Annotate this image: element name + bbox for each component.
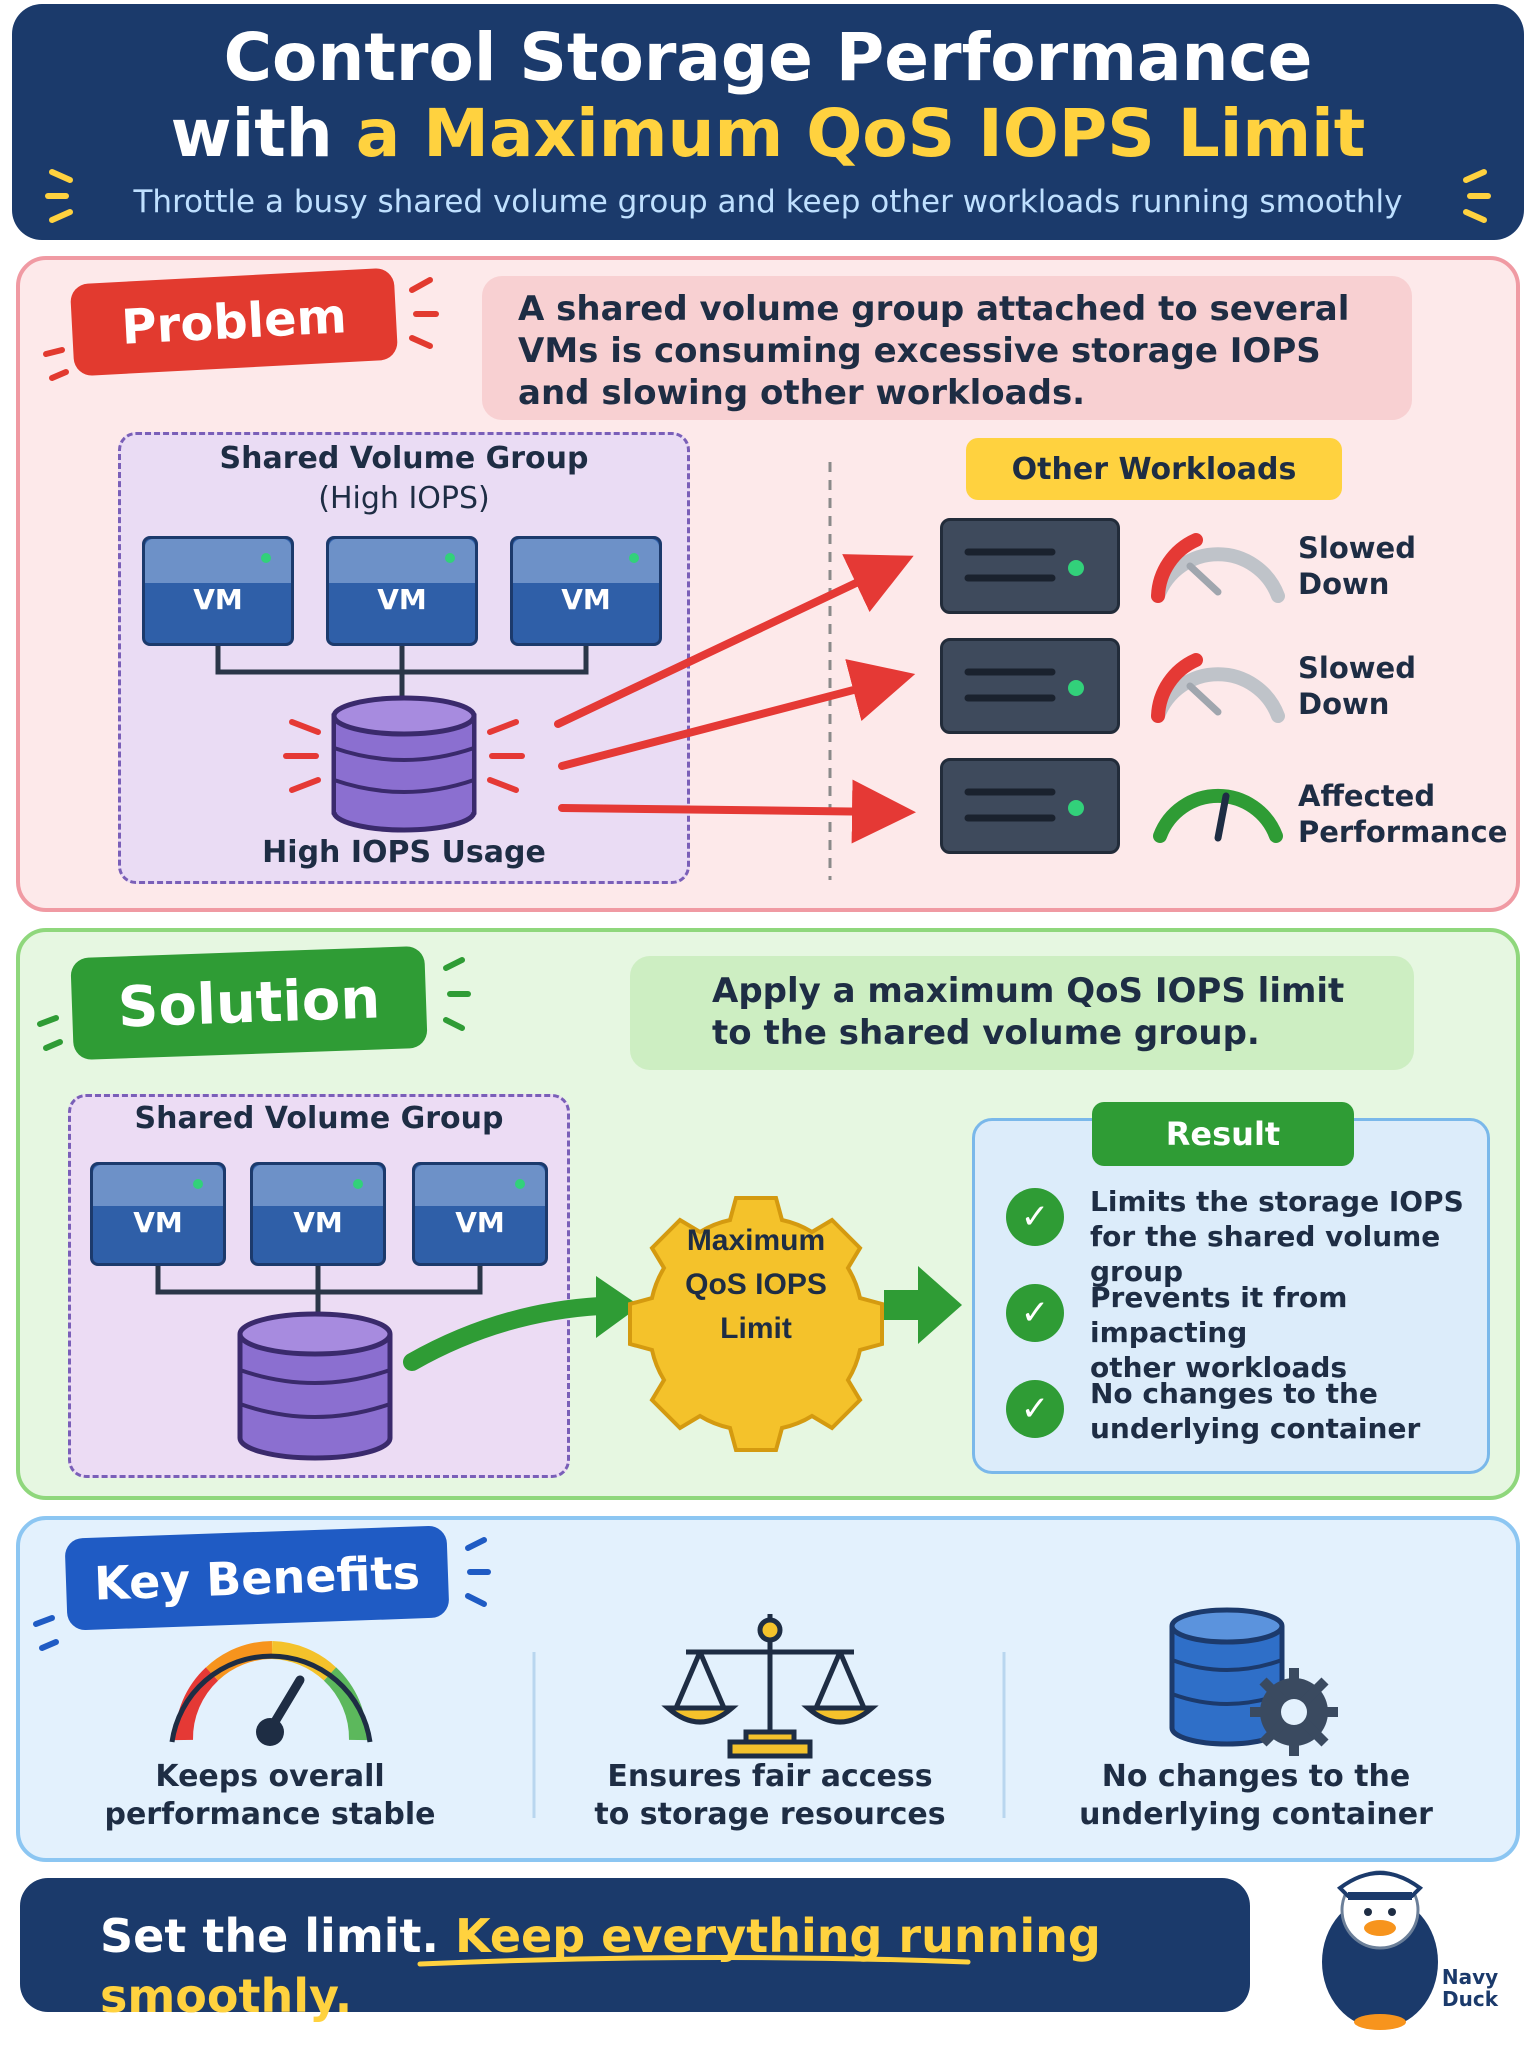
header-banner [12, 4, 1524, 240]
problem-description: A shared volume group attached to severa… [482, 276, 1412, 420]
result-tag: Result [1092, 1102, 1354, 1166]
vm-label: VM [377, 582, 427, 616]
vm-server: VM [250, 1162, 386, 1266]
mascot-label-2: Duck [1442, 1987, 1499, 2011]
workload-server [940, 518, 1120, 614]
other-workloads-tag: Other Workloads [966, 438, 1342, 500]
group-title: Shared Volume Group [134, 1101, 504, 1136]
vm-server: VM [142, 536, 294, 646]
vm-server: VM [90, 1162, 226, 1266]
vm-label: VM [455, 1206, 505, 1240]
navy-duck-mascot [1322, 1870, 1438, 2030]
title-highlight: a Maximum QoS IOPS Limit [355, 95, 1366, 172]
workload-server [940, 638, 1120, 734]
subtitle: Throttle a busy shared volume group and … [133, 184, 1403, 220]
group-title-line-1: Shared Volume Group [219, 441, 589, 476]
solution-label: Solution [70, 945, 428, 1061]
title-line-1: Control Storage Performance [223, 19, 1313, 96]
vm-label: VM [561, 582, 611, 616]
footer-banner [20, 1878, 1250, 2012]
vm-server: VM [412, 1162, 548, 1266]
mascot-label-1: Navy [1442, 1965, 1498, 1989]
footer-tagline: Set the limit. Keep everything running s… [100, 1909, 1101, 2023]
vm-label: VM [293, 1206, 343, 1240]
vm-server: VM [326, 536, 478, 646]
title-line-2: with a Maximum QoS IOPS Limit [0, 96, 1536, 172]
workload-server [940, 758, 1120, 854]
vm-label: VM [193, 582, 243, 616]
key-benefits-label: Key Benefits [64, 1525, 450, 1631]
vm-server: VM [510, 536, 662, 646]
group-title-line-2: (High IOPS) [318, 481, 490, 516]
solution-description: Apply a maximum QoS IOPS limit to the sh… [630, 956, 1414, 1070]
high-iops-usage-label: High IOPS Usage [262, 835, 546, 870]
vm-label: VM [133, 1206, 183, 1240]
shared-volume-group [68, 1094, 570, 1478]
title-line-2-prefix: with [170, 95, 356, 172]
check-icon: ✓ [1006, 1284, 1064, 1342]
problem-label: Problem [69, 267, 399, 377]
check-icon: ✓ [1006, 1188, 1064, 1246]
check-icon: ✓ [1006, 1380, 1064, 1438]
